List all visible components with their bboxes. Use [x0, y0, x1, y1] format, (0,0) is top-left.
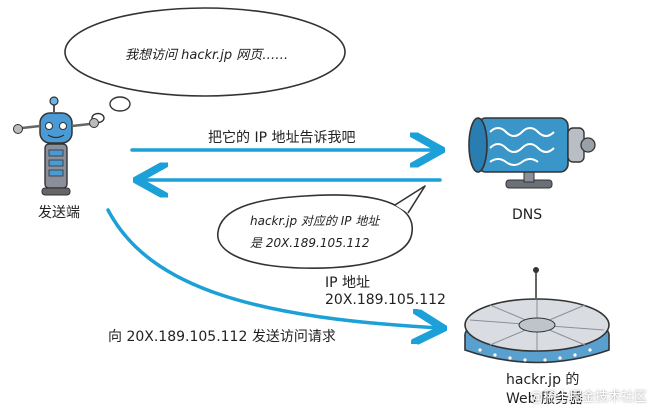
web-server-icon — [464, 267, 610, 364]
ip-label-line2: 20X.189.105.112 — [325, 292, 446, 308]
ip-label-line1: IP 地址 — [325, 275, 371, 291]
client-robot-icon — [13, 96, 99, 196]
send-request-label: 向 20X.189.105.112 发送访问请求 — [108, 329, 336, 345]
server-label-line1: hackr.jp 的 — [506, 372, 580, 388]
thought-bubble-text: 我想访问 hackr.jp 网页…… — [125, 48, 289, 63]
dns-reply-text-line2: 是 20X.189.105.112 — [250, 236, 370, 250]
dns-label: DNS — [512, 207, 543, 223]
arrow-to-web-server — [106, 208, 440, 328]
dns-reply-text-line1: hackr.jp 对应的 IP 地址 — [250, 214, 380, 228]
thought-bubble — [64, 7, 346, 124]
arrow-request-label: 把它的 IP 地址告诉我吧 — [208, 130, 356, 146]
server-label-line2: Web 服务器 — [506, 391, 583, 407]
watermark: @稀土掘金技术社区 — [530, 390, 648, 405]
dns-reply-bubble — [217, 185, 426, 269]
client-label: 发送端 — [38, 205, 80, 221]
dns-server-icon — [468, 117, 596, 189]
